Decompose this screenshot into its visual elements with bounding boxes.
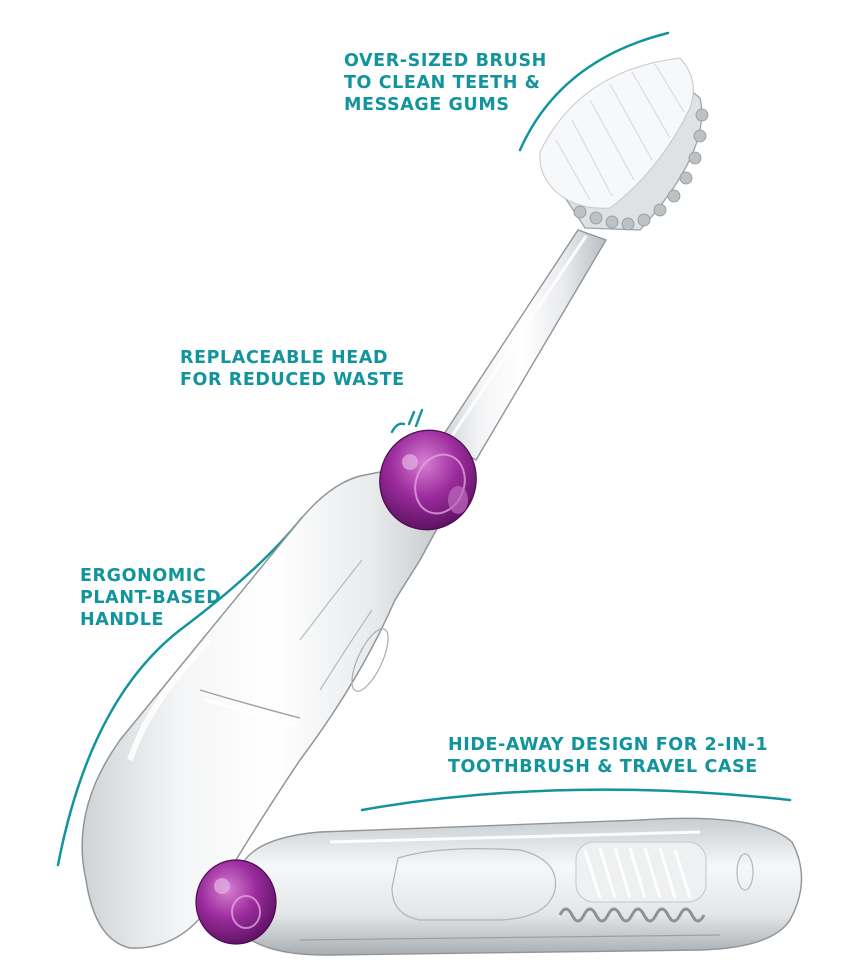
callout-case-line-2: TOOTHBRUSH & TRAVEL CASE (448, 757, 758, 777)
callout-handle-line-2: PLANT-BASED (80, 588, 222, 608)
callout-case: HIDE-AWAY DESIGN FOR 2-IN-1 TOOTHBRUSH &… (448, 734, 768, 778)
callout-arc-handle (56, 516, 304, 867)
brush-head (539, 57, 709, 231)
callout-handle-line-3: HANDLE (80, 610, 165, 630)
callout-head: REPLACEABLE HEAD FOR REDUCED WASTE (180, 347, 405, 391)
callout-arc-case (360, 788, 792, 812)
purple-knob-top (379, 429, 477, 531)
toothbrush-handle (81, 467, 472, 949)
callout-brush: OVER-SIZED BRUSH TO CLEAN TEETH & MESSAG… (344, 50, 547, 116)
toothbrush-neck (439, 229, 608, 461)
callout-brush-line-1: OVER-SIZED BRUSH (344, 51, 547, 71)
callout-case-line-1: HIDE-AWAY DESIGN FOR 2-IN-1 (448, 735, 769, 755)
callout-brush-line-2: TO CLEAN TEETH & (344, 73, 541, 93)
callout-head-line-2: FOR REDUCED WASTE (180, 370, 405, 390)
callout-head-line-1: REPLACEABLE HEAD (180, 348, 389, 368)
callout-handle: ERGONOMIC PLANT-BASED HANDLE (80, 565, 221, 631)
case-bristles (558, 841, 707, 923)
bristles (539, 57, 694, 209)
callout-arc-brush (518, 31, 670, 152)
folded-toothbrush (229, 817, 803, 956)
callout-tick-head (390, 408, 424, 434)
callout-brush-line-3: MESSAGE GUMS (344, 95, 510, 115)
purple-knob-bottom (195, 859, 277, 945)
callout-handle-line-1: ERGONOMIC (80, 566, 207, 586)
